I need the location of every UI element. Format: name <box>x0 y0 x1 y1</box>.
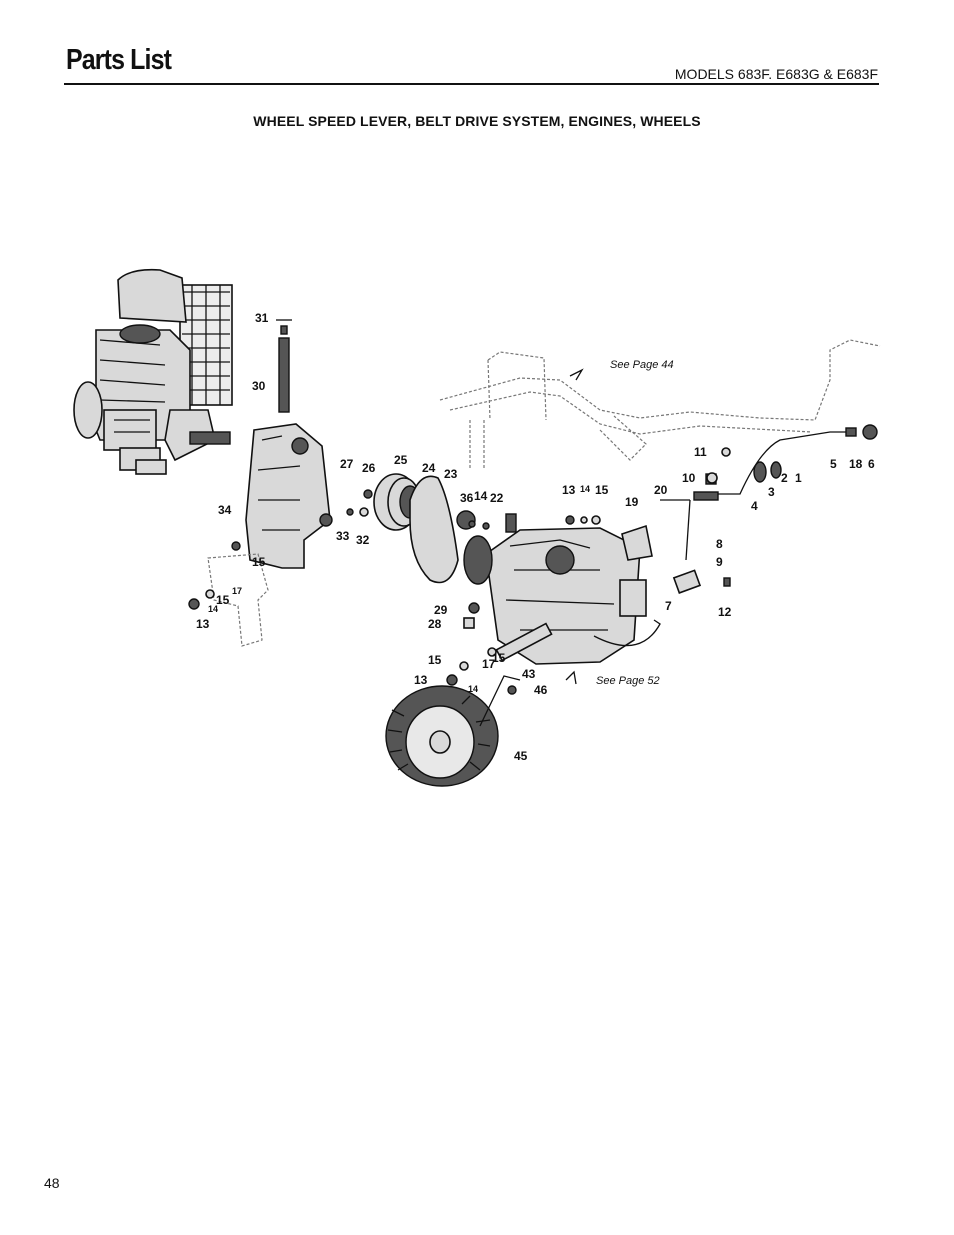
callout-26: 26 <box>362 461 376 475</box>
transmission-housing <box>463 524 661 665</box>
callout-10: 10 <box>682 471 696 485</box>
callout-4: 4 <box>751 499 758 513</box>
callout-33: 33 <box>336 529 350 543</box>
callout-17b: 17 <box>482 657 496 671</box>
ghost-handle-frame <box>439 339 881 470</box>
callout-30: 30 <box>252 379 266 393</box>
page-title: Parts List <box>66 44 172 76</box>
callout-13b: 13 <box>562 483 576 497</box>
callout-13a: 13 <box>196 617 210 631</box>
callout-25: 25 <box>394 453 408 467</box>
callout-17a: 17 <box>232 586 242 596</box>
engine-illustration <box>73 268 233 475</box>
callout-1: 1 <box>795 471 802 485</box>
callout-9: 9 <box>716 555 723 569</box>
callout-24: 24 <box>422 461 436 475</box>
callout-14b: 14 <box>474 489 488 503</box>
callout-43: 43 <box>522 667 536 681</box>
callout-6: 6 <box>868 457 875 471</box>
callout-27: 27 <box>340 457 354 471</box>
pulley-and-belt <box>373 473 476 584</box>
callout-3: 3 <box>768 485 775 499</box>
callout-14a: 14 <box>208 604 218 614</box>
section-title: WHEEL SPEED LEVER, BELT DRIVE SYSTEM, EN… <box>253 113 701 129</box>
callout-leaders <box>186 318 872 756</box>
callout-5: 5 <box>830 457 837 471</box>
callout-31: 31 <box>255 311 269 325</box>
page-number: 48 <box>44 1175 60 1191</box>
callout-20: 20 <box>654 483 668 497</box>
models-label: MODELS 683F. E683G & E683F <box>674 66 878 82</box>
callout-22: 22 <box>490 491 504 505</box>
callout-15b: 15 <box>216 593 230 607</box>
see-page-52-ref: See Page 52 <box>596 675 660 687</box>
callout-13c: 13 <box>414 673 428 687</box>
callout-18: 18 <box>849 457 863 471</box>
callout-19: 19 <box>625 495 639 509</box>
callout-46: 46 <box>534 683 548 697</box>
tire-wheel <box>385 675 521 787</box>
callout-8: 8 <box>716 537 723 551</box>
shaft-assembly <box>276 319 292 413</box>
callout-45: 45 <box>514 749 528 763</box>
callout-36: 36 <box>460 491 474 505</box>
callout-29: 29 <box>434 603 448 617</box>
callout-32: 32 <box>356 533 370 547</box>
callout-12: 12 <box>718 605 732 619</box>
see-page-44-ref: See Page 44 <box>610 359 674 371</box>
ghost-bracket <box>207 553 269 647</box>
callout-15e: 15 <box>492 651 506 665</box>
callout-15d: 15 <box>428 653 442 667</box>
callout-28: 28 <box>428 617 442 631</box>
hardware-pieces <box>188 447 731 695</box>
callout-7: 7 <box>665 599 672 613</box>
callout-15c: 15 <box>595 483 609 497</box>
callout-14d: 14 <box>468 684 478 694</box>
wheel-speed-lever <box>660 424 878 594</box>
callout-15a: 15 <box>252 555 266 569</box>
callout-11: 11 <box>694 445 707 459</box>
callout-14c: 14 <box>580 484 590 494</box>
callout-23: 23 <box>444 467 458 481</box>
callout-34: 34 <box>218 503 232 517</box>
mounting-bracket <box>245 423 333 569</box>
header-rule <box>64 83 879 85</box>
callout-labels: 31 30 34 15 17 15 14 13 27 26 25 24 23 3… <box>196 311 875 763</box>
callout-2: 2 <box>781 471 788 485</box>
